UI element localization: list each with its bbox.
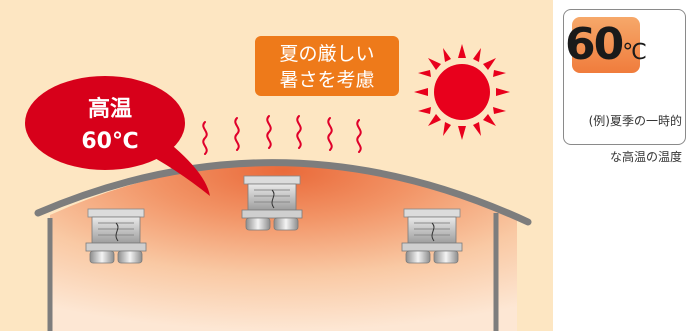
caption-line-2: 暑さを考慮 [279,69,374,91]
example-note-line-2: な高温の温度 [609,150,682,164]
caption-line-1: 夏の厳しい [279,43,374,65]
example-note-line-1: (例)夏季の一時的 [588,114,682,128]
scene-svg: 高温 60℃ 夏の厳しい 暑さを考慮 [0,0,553,331]
bubble-line-2: 60℃ [81,129,138,154]
sun-icon [414,44,510,140]
temperature-bubble [25,76,210,196]
bubble-line-1: 高温 [88,96,132,122]
temperature-chip: 60℃ [565,17,647,73]
example-note: (例)夏季の一時的 な高温の温度 [570,94,682,184]
example-temperature-panel: 60℃ (例)夏季の一時的 な高温の温度 [563,9,686,164]
greenhouse-interior [50,162,517,331]
greenhouse-heat-illustration: 高温 60℃ 夏の厳しい 暑さを考慮 [0,0,553,331]
temperature-unit: ℃ [622,40,647,65]
caption-box [255,36,399,96]
greenhouse-roof [34,159,532,226]
heat-wave-icon [202,115,362,155]
temperature-value: 60 [565,19,624,70]
